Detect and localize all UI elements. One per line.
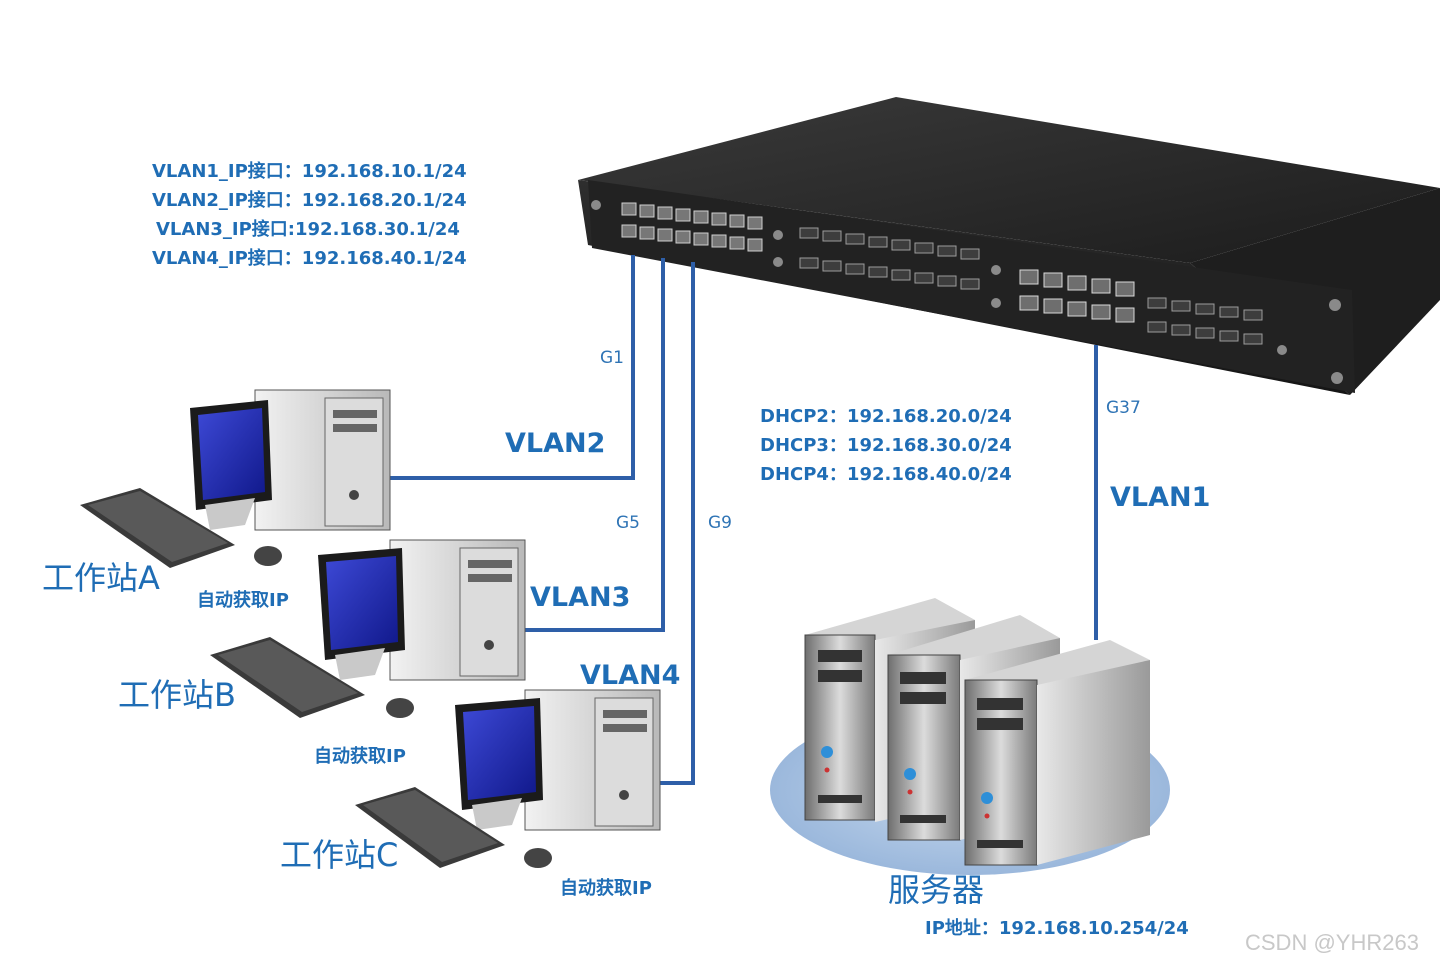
- vlan2-interface-label: VLAN2_IP接口：192.168.20.1/24: [152, 190, 467, 211]
- watermark: CSDN @YHR263: [1245, 930, 1419, 955]
- workstation-a-icon: [80, 389, 391, 568]
- vlan3-interface-label: VLAN3_IP接口:192.168.30.1/24: [156, 219, 460, 240]
- network-links: [390, 255, 1098, 785]
- switch-device: [578, 97, 1440, 395]
- workstation-c-mode: 自动获取IP: [560, 878, 652, 899]
- server-cluster-icon: [770, 598, 1170, 875]
- workstation-c-label: 工作站C: [280, 836, 399, 874]
- vlan4-interface-label: VLAN4_IP接口：192.168.40.1/24: [152, 248, 467, 269]
- vlan2-label: VLAN2: [505, 428, 606, 459]
- server-ip-label: IP地址：192.168.10.254/24: [925, 918, 1189, 939]
- workstation-a-label: 工作站A: [42, 559, 160, 597]
- dhcp4-label: DHCP4：192.168.40.0/24: [760, 464, 1012, 485]
- workstation-b-mode: 自动获取IP: [314, 746, 406, 767]
- port-g37-label: G37: [1106, 398, 1141, 418]
- vlan4-label: VLAN4: [580, 660, 681, 691]
- server-label: 服务器: [888, 871, 985, 909]
- workstation-b-label: 工作站B: [118, 676, 236, 714]
- vlan1-label: VLAN1: [1110, 482, 1211, 513]
- vlan3-label: VLAN3: [530, 582, 631, 613]
- link-g5-vlan3: [520, 258, 665, 632]
- workstation-b-icon: [210, 539, 526, 718]
- link-g1-vlan2: [390, 255, 635, 480]
- link-g9-vlan4: [655, 262, 695, 785]
- port-g9-label: G9: [708, 513, 732, 533]
- workstation-c-icon: [355, 689, 661, 868]
- workstation-a-mode: 自动获取IP: [197, 590, 289, 611]
- port-g1-label: G1: [600, 348, 624, 368]
- port-g5-label: G5: [616, 513, 640, 533]
- dhcp2-label: DHCP2：192.168.20.0/24: [760, 406, 1012, 427]
- dhcp3-label: DHCP3：192.168.30.0/24: [760, 435, 1012, 456]
- vlan1-interface-label: VLAN1_IP接口：192.168.10.1/24: [152, 161, 467, 182]
